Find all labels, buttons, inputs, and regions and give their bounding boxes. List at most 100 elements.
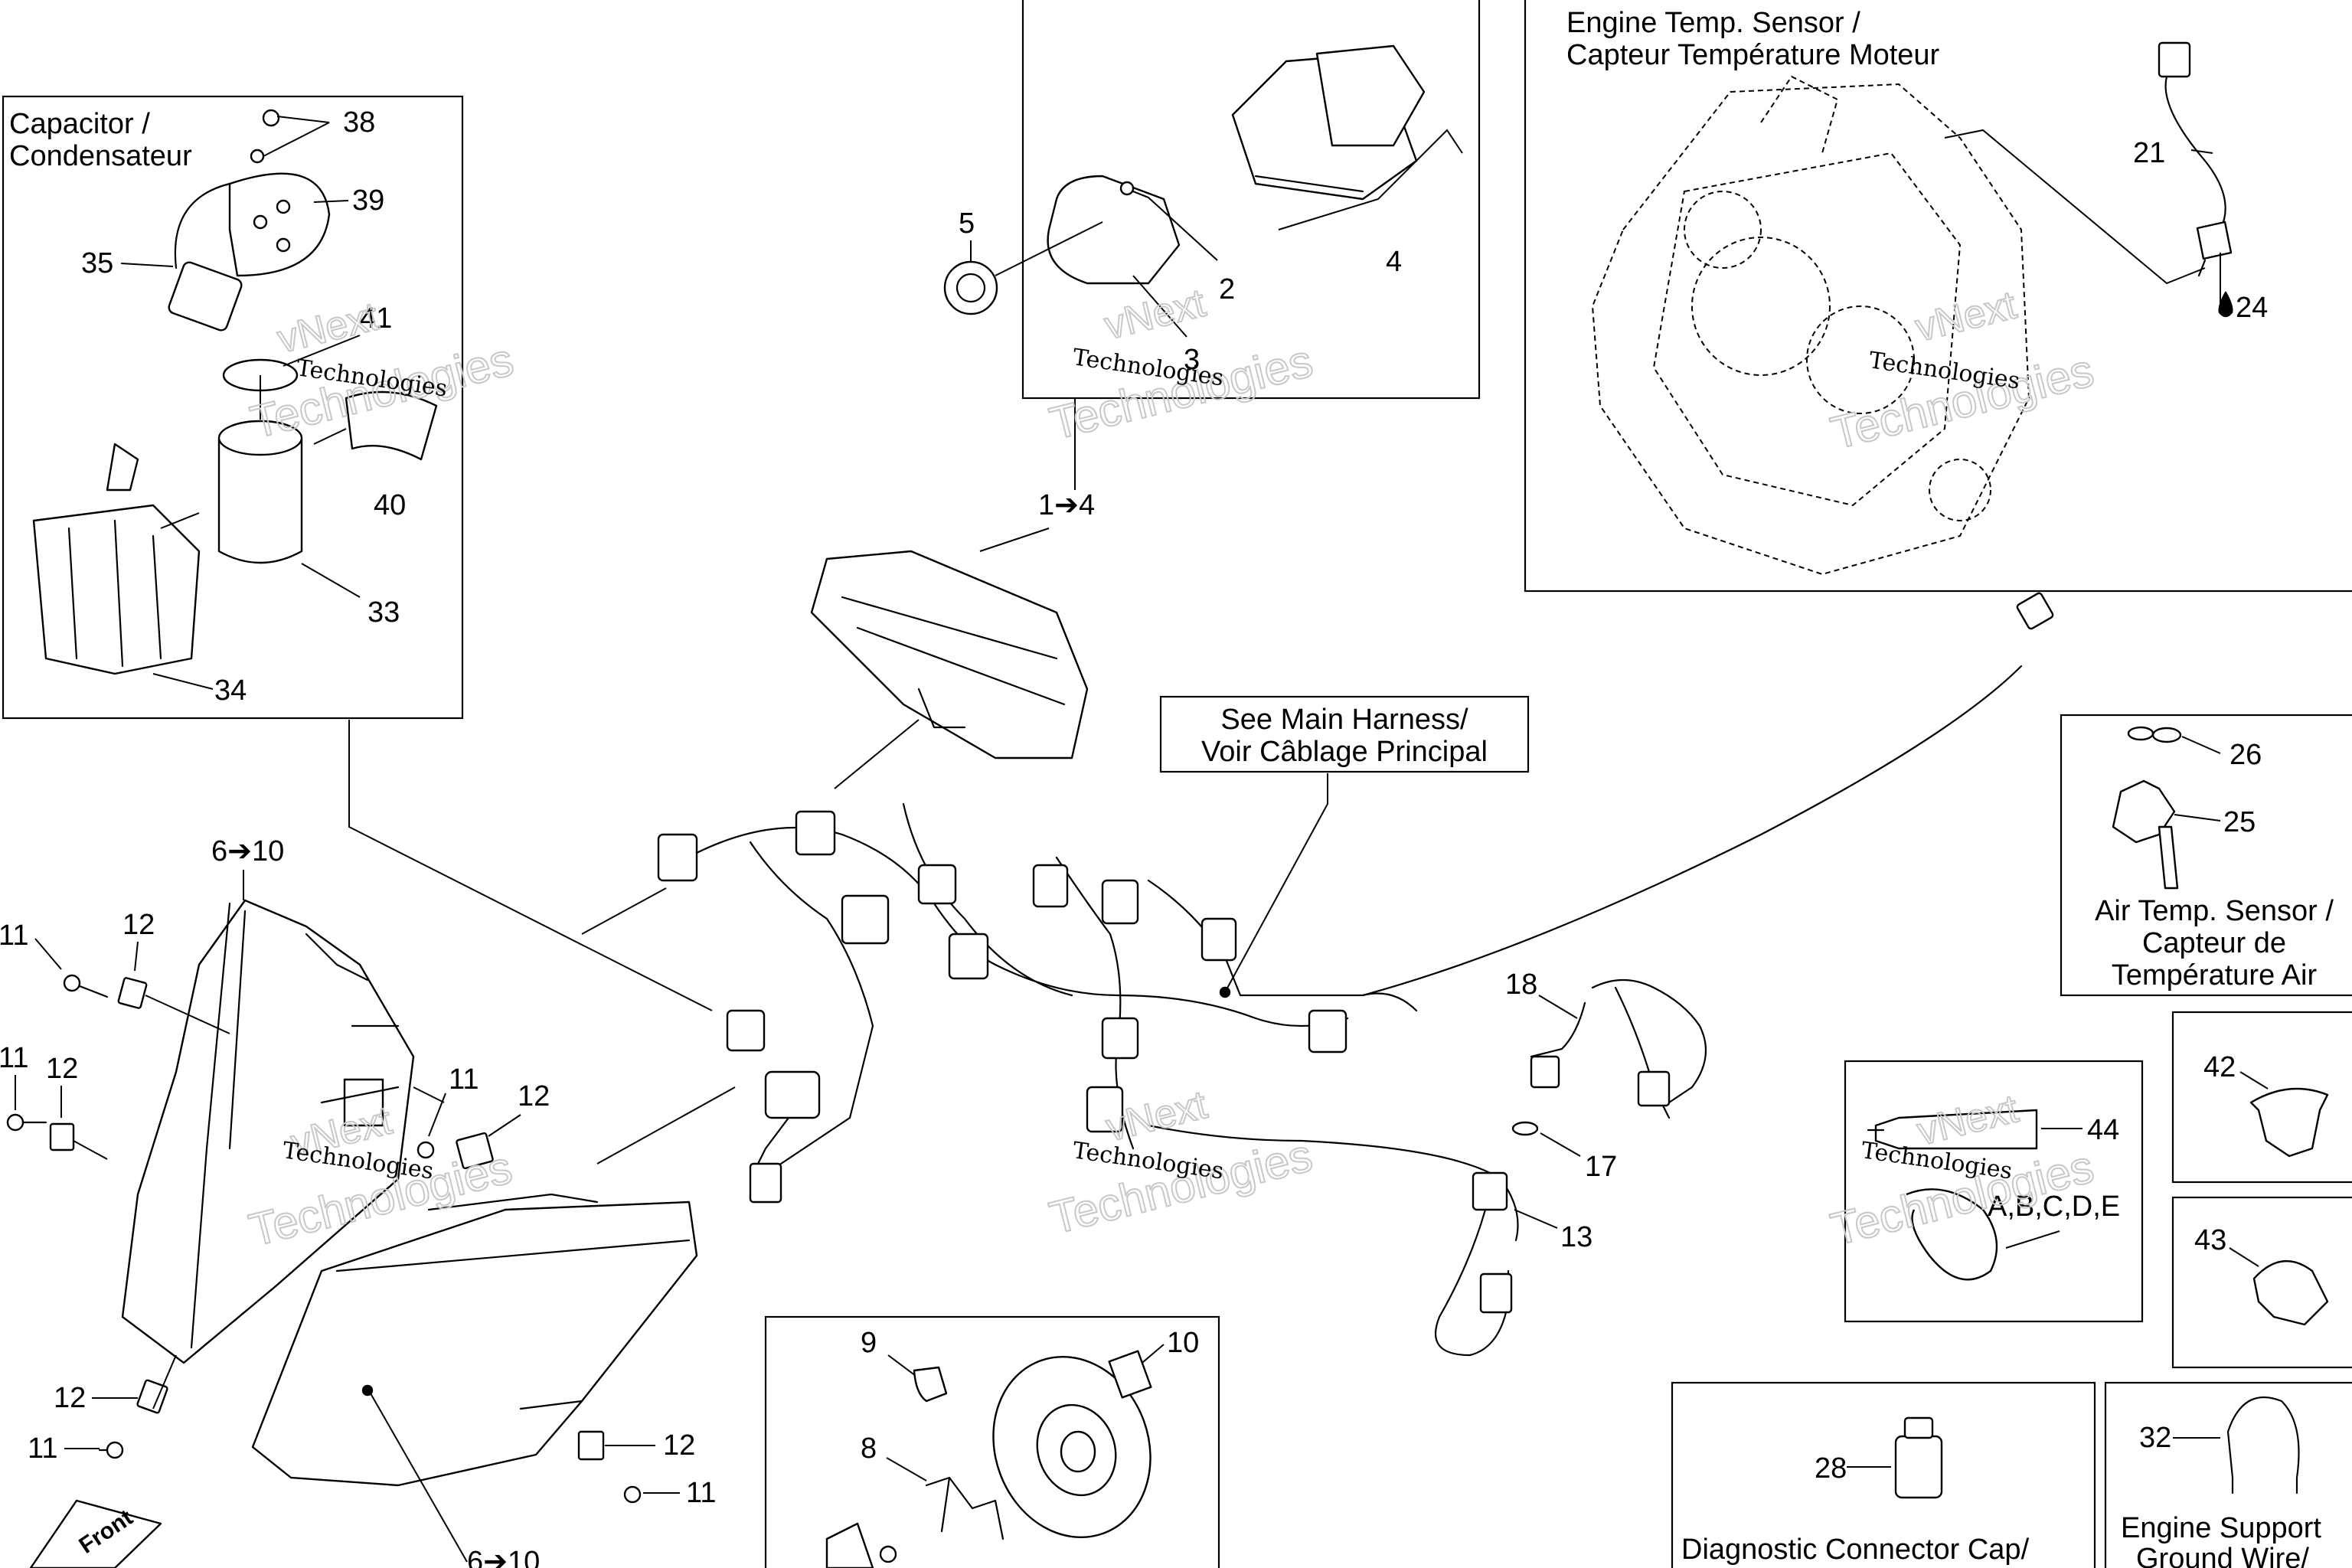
headlight-left-assembly: 6➔10 xyxy=(121,835,445,1364)
part-label-25: 25 xyxy=(2223,806,2256,838)
bulb-panel: 9 10 8 xyxy=(764,1315,1220,1568)
part-label-4: 4 xyxy=(1386,246,1402,278)
part-label-2: 2 xyxy=(1219,273,1235,305)
washer-17-icon xyxy=(1511,1121,1539,1136)
main-harness-callout: See Main Harness/ Voir Câblage Principal xyxy=(1159,695,1530,993)
spring-clip-8-icon xyxy=(925,1476,1004,1540)
push-rivet-42-icon xyxy=(2249,1087,2329,1158)
part-label-40: 40 xyxy=(374,489,406,521)
air-temp-title-fr-2: Température Air xyxy=(2112,959,2318,991)
sensor-24-icon xyxy=(2196,220,2233,277)
screw-11-icon xyxy=(63,974,109,998)
clip-12-icon xyxy=(117,977,148,1009)
part-label-42: 42 xyxy=(2203,1051,2236,1083)
part-label-10: 10 xyxy=(1167,1327,1199,1359)
clip-43-icon xyxy=(2252,1260,2329,1326)
part-label-11-c: 11 xyxy=(449,1063,479,1096)
sleeve-40-icon xyxy=(345,390,438,461)
part-label-12-a: 12 xyxy=(122,909,155,941)
part-label-6-to-10-top: 6➔10 xyxy=(211,835,284,867)
capacitor-leader xyxy=(348,720,713,1011)
sensor-21-icon xyxy=(2158,41,2226,231)
diagnostic-title: Diagnostic Connector Cap/ xyxy=(1681,1534,2030,1566)
capacitor-33-icon xyxy=(217,420,303,564)
part-label-12-c: 12 xyxy=(518,1080,550,1112)
part-label-5: 5 xyxy=(959,207,975,240)
part-label-26: 26 xyxy=(2230,739,2262,771)
headlight-right-assembly: 6➔10 12 11 xyxy=(251,1193,716,1568)
part-label-13: 13 xyxy=(1560,1221,1592,1253)
sealant-drop-icon xyxy=(2218,291,2233,318)
clip-12-icon xyxy=(456,1132,494,1170)
part-label-12-b: 12 xyxy=(46,1053,78,1085)
part-label-18: 18 xyxy=(1505,969,1537,1001)
capacitor-title-fr: Condensateur xyxy=(9,140,192,172)
gauge-5-icon xyxy=(943,260,998,315)
cluster-housing-4-icon xyxy=(1231,44,1426,201)
part-label-17: 17 xyxy=(1585,1151,1617,1183)
part-label-1-to-4: 1➔4 xyxy=(1038,489,1095,521)
engine-support-title: Engine Support xyxy=(2121,1512,2321,1544)
screw-11-icon xyxy=(6,1113,47,1132)
air-temp-title: Air Temp. Sensor / xyxy=(2095,895,2334,927)
part-label-43: 43 xyxy=(2194,1224,2226,1256)
connector-35-icon xyxy=(168,261,243,332)
headlight-lens-icon xyxy=(251,1200,698,1487)
watermarks: vNext Technologies Technologies vNext Te… xyxy=(243,280,2099,1257)
sealant-tube-44-icon xyxy=(1867,1109,2038,1150)
part-label-12-e: 12 xyxy=(663,1429,695,1462)
air-temp-sensor-25-icon xyxy=(2112,779,2179,890)
clip-43-panel: 43 xyxy=(2171,1196,2352,1369)
main-harness-label: See Main Harness/ xyxy=(1220,704,1468,736)
clip-12-icon xyxy=(577,1430,605,1461)
screw-11-icon xyxy=(98,1441,124,1459)
part-label-12-d: 12 xyxy=(54,1382,86,1414)
headlight-housing-left-icon xyxy=(121,899,415,1364)
part-label-35: 35 xyxy=(81,247,113,279)
part-label-11-e: 11 xyxy=(686,1477,716,1509)
diagnostic-cap-28-icon xyxy=(1894,1416,1943,1499)
reflector-10-icon xyxy=(992,1350,1152,1539)
part-label-24: 24 xyxy=(2236,292,2268,324)
coiled-cord-18-icon xyxy=(1530,978,1707,1119)
clip-42-panel: 42 xyxy=(2171,1011,2352,1184)
bulb-socket-icon xyxy=(825,1522,897,1568)
ground-wire-title: Ground Wire/ xyxy=(2136,1543,2309,1568)
screw-11-icon xyxy=(416,1141,435,1159)
part-label-3: 3 xyxy=(1184,344,1200,376)
air-temp-title-fr-1: Capteur de xyxy=(2142,927,2286,959)
part-label-33: 33 xyxy=(368,596,400,629)
diagnostic-panel: 28 Diagnostic Connector Cap/ xyxy=(1671,1381,2096,1568)
clip-12-icon xyxy=(136,1379,168,1414)
air-temp-panel: 26 25 Air Temp. Sensor / Capteur de Temp… xyxy=(2060,714,2352,997)
ground-wire-panel: 32 Engine Support Ground Wire/ xyxy=(2104,1381,2352,1568)
capacitor-panel: Capacitor / Condensateur 38 39 35 41 33 xyxy=(2,95,464,720)
part-label-21: 21 xyxy=(2133,137,2165,169)
part-label-32: 32 xyxy=(2139,1422,2171,1454)
main-harness-label-fr: Voir Câblage Principal xyxy=(1201,736,1488,768)
front-indicator: Front xyxy=(29,1499,162,1568)
part-label-abcde: A,B,C,D,E xyxy=(1988,1191,2120,1223)
part-label-6-to-10-bottom: 6➔10 xyxy=(467,1546,540,1568)
watermark-line1: vNext xyxy=(273,294,384,362)
lanyard-assembly: 18 17 13 xyxy=(1435,969,1707,1357)
part-label-41: 41 xyxy=(360,302,392,335)
screw-2-icon xyxy=(1119,181,1150,199)
gauge-cluster-assembly-icon xyxy=(810,550,1089,760)
engine-temp-panel: Engine Temp. Sensor / Capteur Températur… xyxy=(1524,0,2352,593)
part-label-39: 39 xyxy=(352,185,384,217)
screw-11-icon xyxy=(623,1485,642,1504)
engine-icon xyxy=(1591,75,2030,576)
part-label-38: 38 xyxy=(343,106,375,139)
part-label-44: 44 xyxy=(2087,1114,2119,1146)
consumables-44-panel: 44 A,B,C,D,E xyxy=(1844,1060,2144,1323)
clip-12-icon xyxy=(49,1122,75,1152)
part-label-11-a: 11 xyxy=(0,920,28,952)
bracket-39-icon xyxy=(228,172,331,277)
part-label-28: 28 xyxy=(1815,1452,1847,1485)
part-label-34: 34 xyxy=(214,675,247,707)
bezel-3-icon xyxy=(1047,175,1181,285)
cable-tie-icon xyxy=(1906,1188,1998,1281)
fasteners-left: 11 12 11 12 11 12 12 11 xyxy=(0,909,550,1465)
